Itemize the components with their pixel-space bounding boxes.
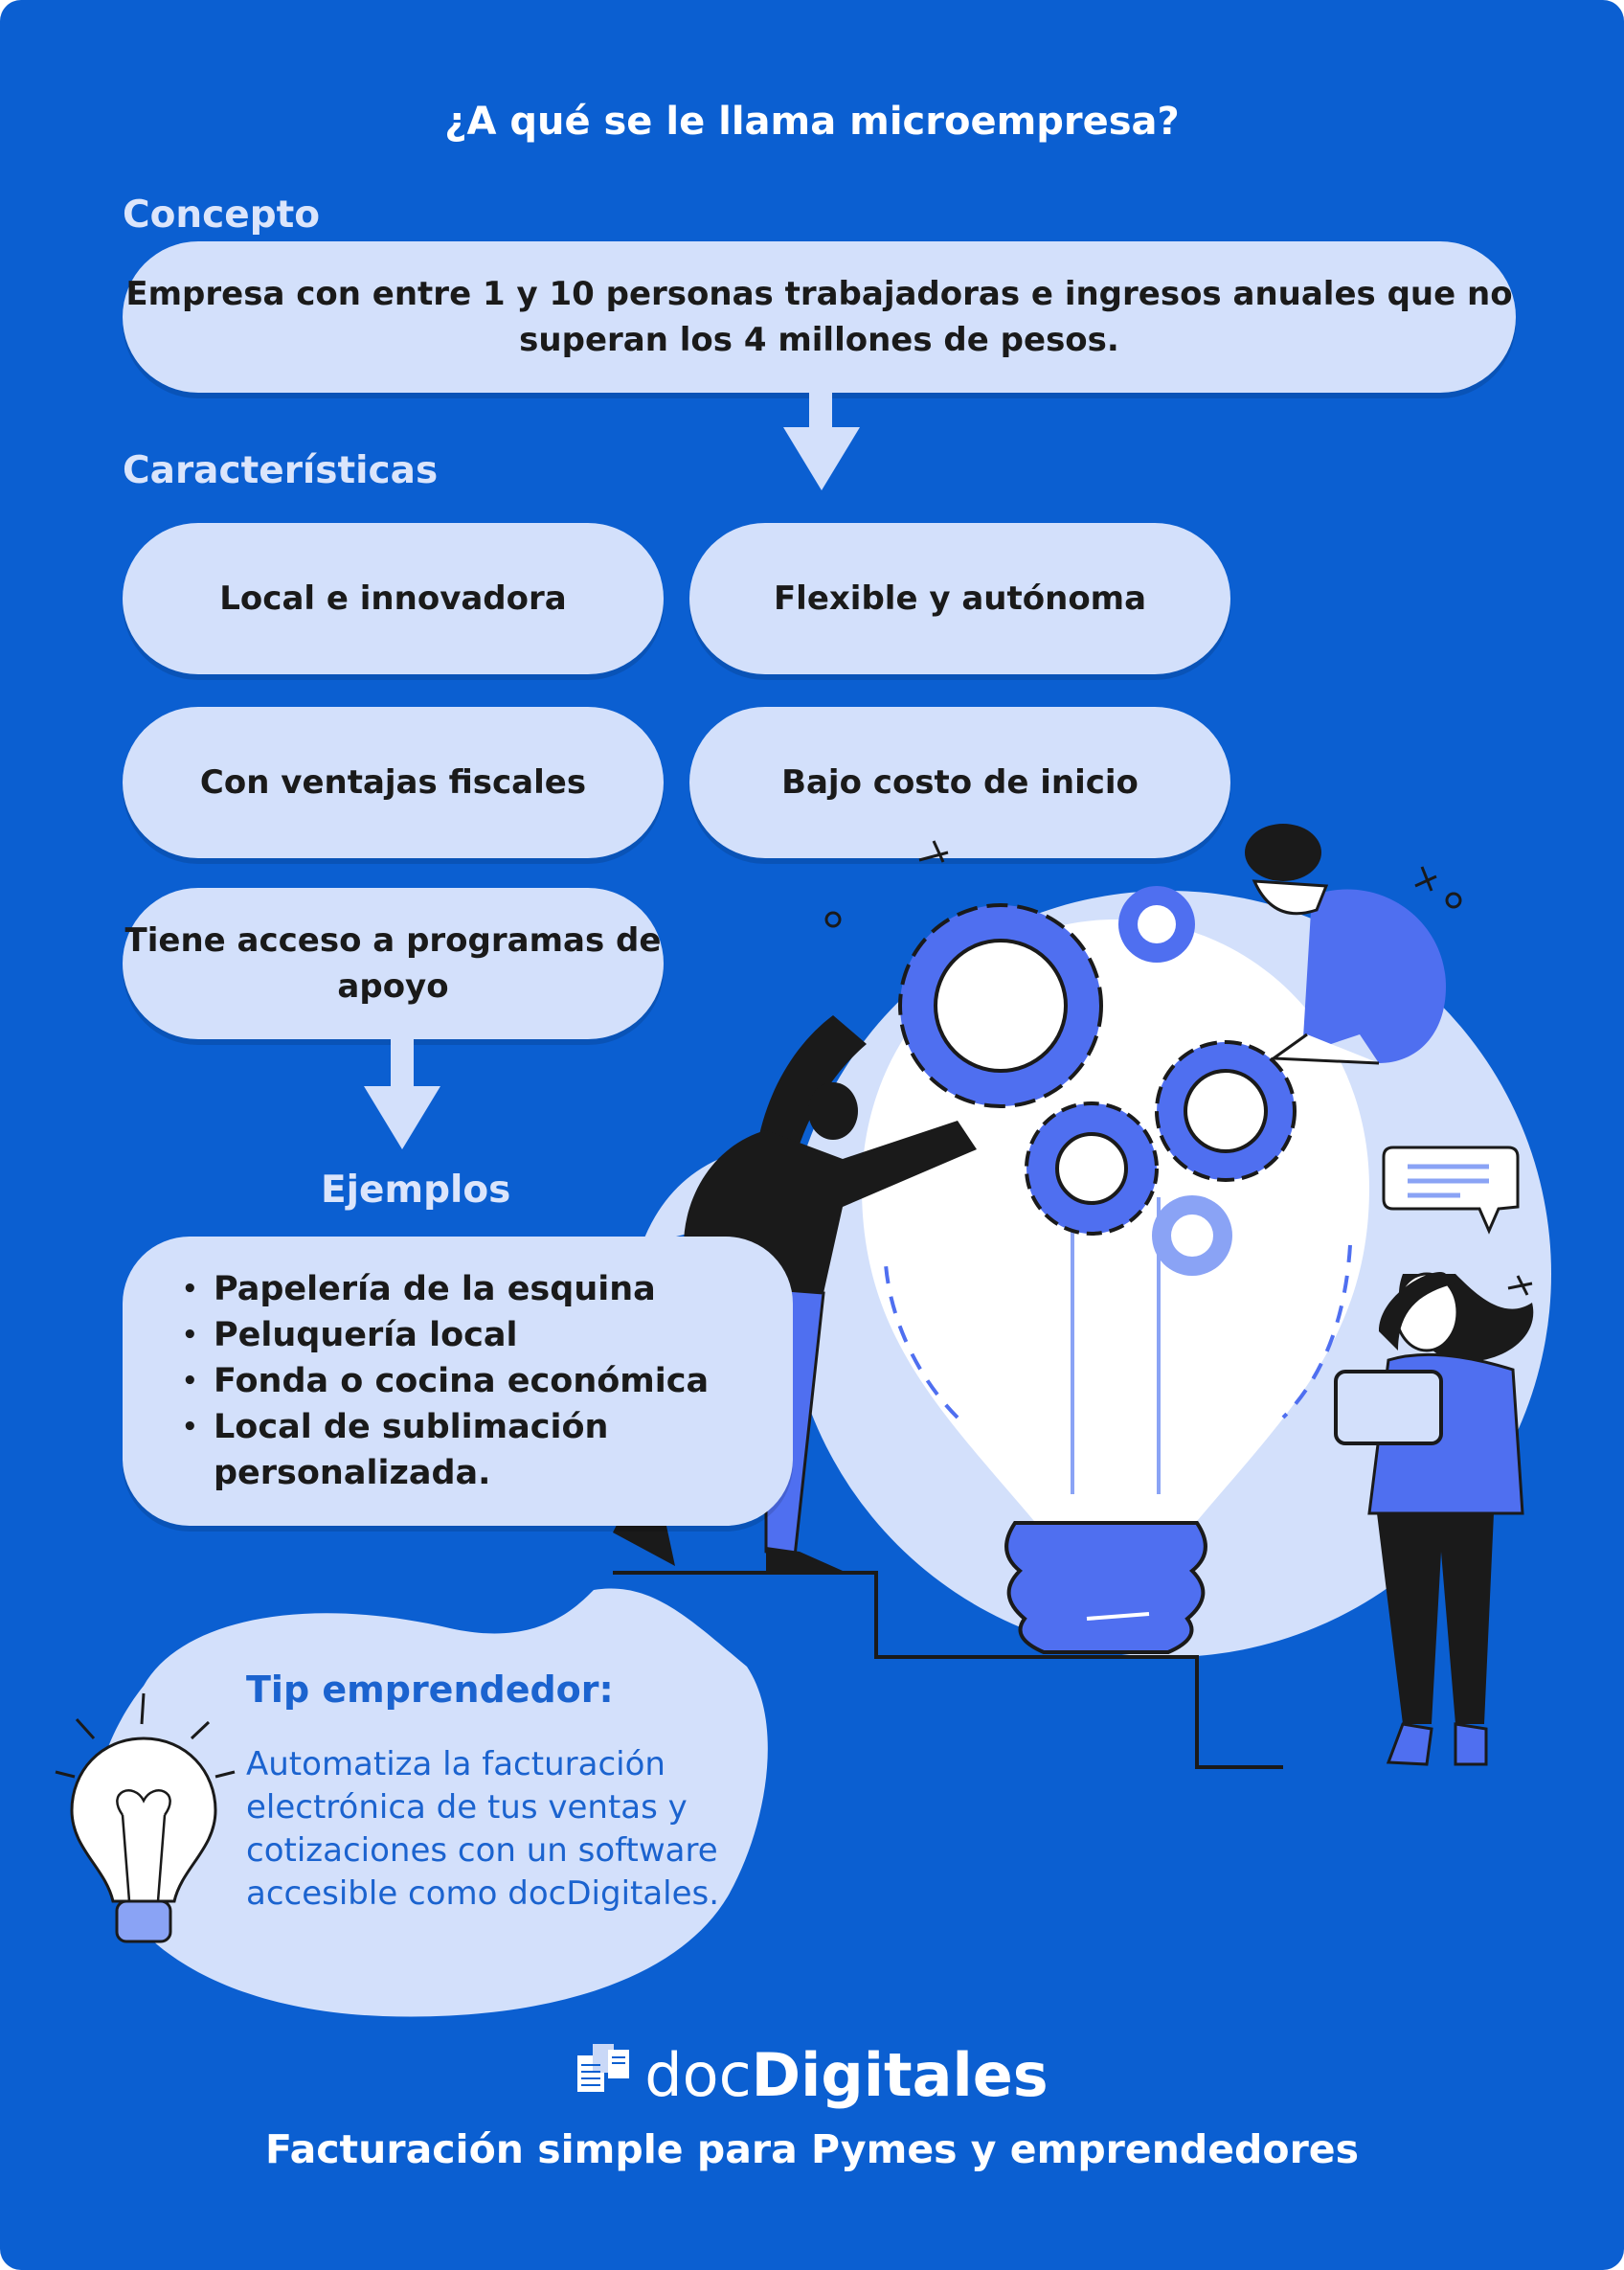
concepto-text-line2: superan los 4 millones de pesos. bbox=[519, 321, 1119, 359]
page-title: ¿A qué se le llama microempresa? bbox=[444, 100, 1180, 144]
brand-name-light: doc bbox=[644, 2040, 752, 2110]
caracteristica-pill-5: Tiene acceso a programas de apoyo bbox=[123, 888, 664, 1039]
tip-line: accesible como docDigitales. bbox=[246, 1874, 720, 1913]
ejemplos-heading: Ejemplos bbox=[321, 1169, 511, 1212]
brand-name-bold: Digitales bbox=[751, 2040, 1049, 2110]
list-item: Peluquería local bbox=[182, 1312, 709, 1358]
document-logo-icon bbox=[577, 2044, 630, 2092]
list-item-continuation: personalizada. bbox=[214, 1454, 491, 1492]
caracteristica-label: Con ventajas fiscales bbox=[199, 763, 587, 802]
tip-blob bbox=[93, 1588, 768, 2017]
list-item: Papelería de la esquina bbox=[182, 1266, 709, 1312]
caracteristica-label-line2: apoyo bbox=[337, 967, 449, 1006]
caracteristica-label: Flexible y autónoma bbox=[773, 579, 1147, 618]
caracteristica-pill-4: Bajo costo de inicio bbox=[689, 707, 1230, 858]
caracteristicas-heading: Características bbox=[123, 449, 439, 492]
tip-line: electrónica de tus ventas y bbox=[246, 1788, 688, 1827]
tip-text: Automatiza la facturación electrónica de… bbox=[246, 1743, 763, 1916]
caracteristica-label-line1: Tiene acceso a programas de bbox=[124, 921, 662, 960]
concepto-text-line1: Empresa con entre 1 y 10 personas trabaj… bbox=[125, 275, 1513, 313]
caracteristica-label: Local e innovadora bbox=[219, 579, 567, 618]
brand-logo: docDigitales bbox=[0, 2040, 1624, 2110]
caracteristica-pill-3: Con ventajas fiscales bbox=[123, 707, 664, 858]
arrow-down-icon bbox=[783, 383, 860, 490]
caracteristica-pill-1: Local e innovadora bbox=[123, 523, 664, 674]
caracteristica-pill-2: Flexible y autónoma bbox=[689, 523, 1230, 674]
list-item: Local de sublimación bbox=[182, 1404, 709, 1450]
ejemplos-list: Papelería de la esquina Peluquería local… bbox=[182, 1266, 709, 1496]
concepto-heading: Concepto bbox=[123, 193, 321, 237]
tip-line: cotizaciones con un software bbox=[246, 1831, 718, 1870]
caracteristica-label: Bajo costo de inicio bbox=[781, 763, 1139, 802]
tip-line: Automatiza la facturación bbox=[246, 1745, 665, 1783]
brand-tagline: Facturación simple para Pymes y emprende… bbox=[264, 2126, 1359, 2172]
arrow-down-icon bbox=[364, 1038, 440, 1149]
lightbulb-icon bbox=[55, 1692, 236, 1943]
list-item: Fonda o cocina económica bbox=[182, 1358, 709, 1404]
concepto-pill: Empresa con entre 1 y 10 personas trabaj… bbox=[123, 241, 1516, 393]
tip-title: Tip emprendedor: bbox=[246, 1668, 614, 1711]
